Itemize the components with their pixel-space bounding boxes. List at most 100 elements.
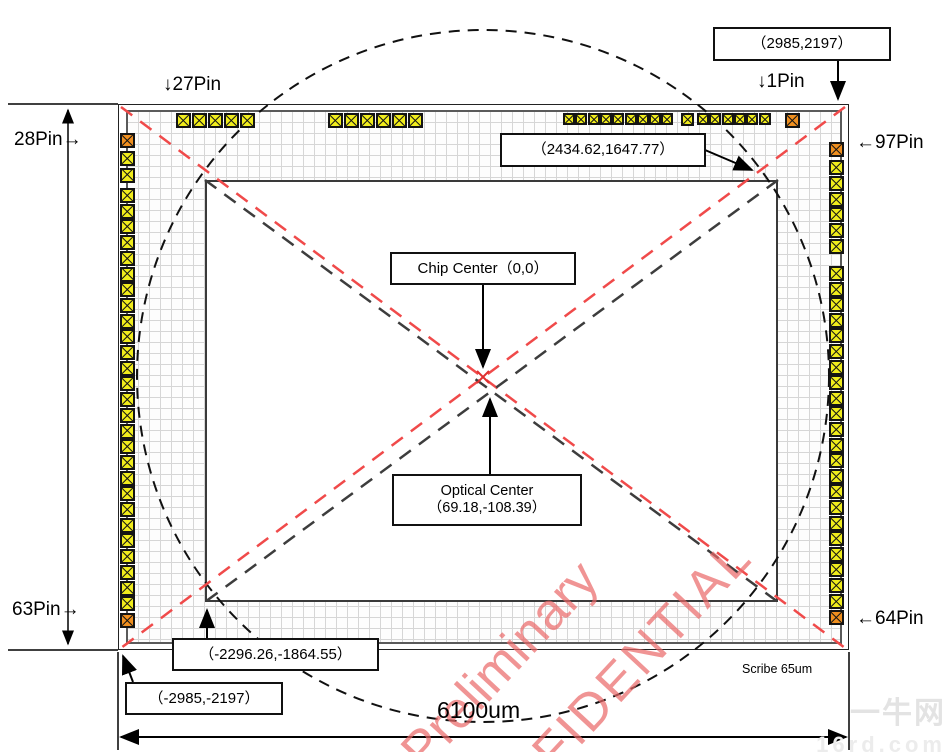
chip-center-marker [476,370,490,384]
bond-pad [120,151,135,166]
bond-pad [392,113,407,128]
bond-pad [120,313,135,329]
bond-pad-orange [829,142,844,157]
bond-pad [120,219,135,235]
bond-pad [829,500,844,515]
bond-pad [120,376,135,392]
bond-pad [829,406,844,422]
bond-pad [829,453,844,469]
bond-pad [376,113,391,128]
bond-pad [120,392,135,408]
bond-pad [636,113,649,125]
bond-pad [176,113,191,128]
bond-pad [624,113,637,125]
label-optical-center-line2: （69.18,-108.39） [427,500,547,516]
label-pin-63: 63Pin→ [12,599,80,620]
chip-diagonal-red-1 [120,105,846,650]
bond-pad [829,562,844,578]
bond-pad [192,113,207,128]
bond-pad [120,297,135,313]
bond-pad [120,470,135,486]
bond-pad [829,312,844,328]
bond-pad [240,113,255,128]
label-coord-inner-top-right: （2434.62,1647.77） [500,133,706,167]
bond-pad [649,113,662,125]
label-coord-top-right-text: （2985,2197） [751,35,853,52]
label-scribe: Scribe 65um [742,662,813,676]
bond-pad [120,188,135,203]
label-chip-width: 6100um [437,697,521,723]
bond-pad [829,175,844,191]
label-chip-center-text: Chip Center（0,0） [417,259,549,277]
bond-pad [563,113,575,125]
bond-pad [746,113,759,125]
bond-pad [120,486,135,502]
bond-pad [829,160,844,175]
bond-pad [829,437,844,453]
bond-pad [829,515,844,531]
bond-pad [829,422,844,437]
bond-pad [829,578,844,593]
bond-pad-orange [829,610,844,625]
bond-pad [344,113,359,128]
bond-pad [120,235,135,251]
label-optical-center: Optical Center （69.18,-108.39） [392,474,582,526]
bond-pad [829,468,844,484]
bond-pad [120,580,135,596]
chip-diagonal-red-2 [120,105,846,650]
bond-pad [829,390,844,406]
label-pin-1: ↓1Pin [757,71,805,92]
bond-pad [360,113,375,128]
bond-pad [575,113,588,125]
bond-pad [829,281,844,297]
bond-pad [224,113,239,128]
label-pin-28: 28Pin→ [14,129,82,150]
bond-pad [120,502,135,517]
bond-pad [721,113,734,125]
bond-pad [120,596,135,612]
bond-pad [587,113,600,125]
label-coord-inner-top-right-text: （2434.62,1647.77） [531,141,675,158]
bond-pad [829,223,844,239]
label-optical-center-line1: Optical Center [440,482,534,499]
die-outline [118,104,849,650]
bond-pad [829,531,844,547]
bond-pad [120,360,135,376]
label-coord-bottom-left-text: （-2985,-2197） [148,689,260,707]
bond-pad [120,345,135,360]
bond-pad [328,113,343,128]
bond-pad-orange [120,133,135,148]
label-coord-inner-bottom-left: （-2296.26,-1864.55） [172,638,379,671]
bond-pad-orange [785,113,800,128]
bond-pad [733,113,746,125]
bond-pad [709,113,722,125]
pixel-array-outline [205,180,778,602]
bond-pad [120,549,135,565]
bond-pad [120,407,135,423]
bond-pad [829,484,844,500]
bond-pad [829,359,844,375]
bond-pad [208,113,223,128]
bond-pad-orange [120,613,135,628]
bond-pad [120,439,135,455]
bond-pad [120,329,135,345]
bond-pad [829,546,844,562]
bond-pad [681,113,694,126]
bond-pad [599,113,612,125]
bond-pad [120,203,135,219]
bond-pad [120,564,135,580]
bond-pad [120,454,135,470]
bond-pad [829,593,844,609]
bond-pad [120,250,135,266]
bond-pad [829,344,844,359]
bond-pad [697,113,709,125]
bond-pad [829,375,844,391]
bond-pad [612,113,625,125]
bond-pad [829,328,844,344]
bond-pad [829,191,844,207]
bond-pad [120,533,135,549]
bond-pad [120,167,135,183]
bond-pad [758,113,771,125]
